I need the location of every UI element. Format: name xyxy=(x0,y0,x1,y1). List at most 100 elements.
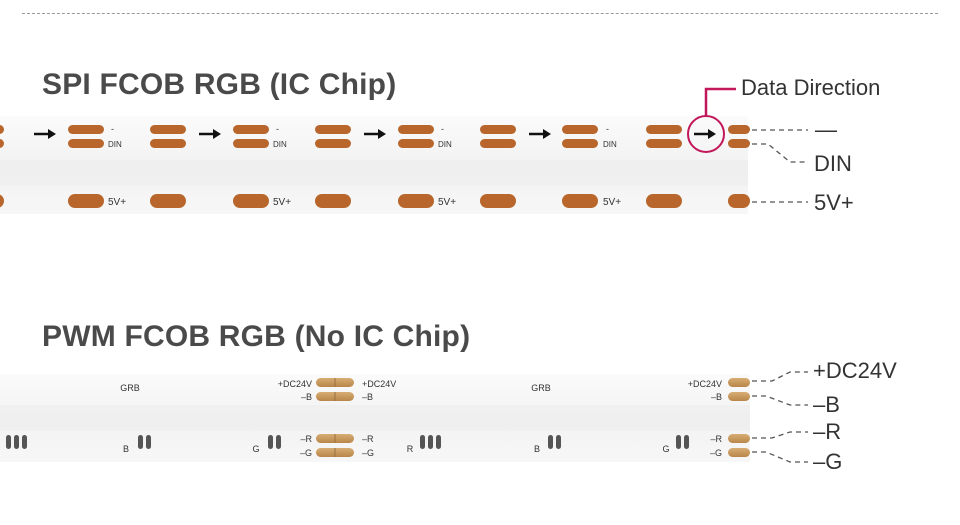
pwm-label-dc24v: +DC24V xyxy=(688,379,722,389)
spi-pad-minus xyxy=(480,125,516,134)
spi-pad-5v xyxy=(562,194,598,208)
spi-pad-din xyxy=(233,139,269,148)
spi-pad-label-5v: 5V+ xyxy=(603,197,621,208)
spi-pad-label-din: DIN xyxy=(273,140,287,149)
top-divider xyxy=(22,13,938,14)
spi-pad-label-minus: - xyxy=(606,124,609,134)
spi-pad-minus xyxy=(0,125,4,134)
pwm-label-minus-g: –G xyxy=(710,448,722,458)
spi-pad-5v xyxy=(646,194,682,208)
callout-din: DIN xyxy=(814,151,852,176)
spi-pad-label-5v: 5V+ xyxy=(108,197,126,208)
spi-leader-lines xyxy=(752,129,808,203)
leader-dc24v xyxy=(752,371,808,382)
pwm-strip-cob-band xyxy=(0,405,750,431)
pwm-chip xyxy=(138,435,143,449)
pwm-label-minus-r: –R xyxy=(710,434,722,444)
pwm-leader-lines xyxy=(752,371,808,463)
pwm-chip xyxy=(6,435,11,449)
data-direction-leader xyxy=(704,87,736,116)
leader-b xyxy=(752,395,808,406)
pwm-section-title: PWM FCOB RGB (No IC Chip) xyxy=(42,320,471,353)
pwm-end-pad xyxy=(728,378,750,387)
spi-pad-din xyxy=(315,139,351,148)
spi-pad-label-din: DIN xyxy=(603,140,617,149)
pwm-chip xyxy=(556,435,561,449)
spi-pad-5v xyxy=(68,194,104,208)
spi-section-title: SPI FCOB RGB (IC Chip) xyxy=(42,68,397,101)
spi-pad-din xyxy=(68,139,104,148)
pwm-chips xyxy=(6,435,689,449)
spi-pad-label-din: DIN xyxy=(108,140,122,149)
pwm-chip xyxy=(14,435,19,449)
leader-g xyxy=(752,451,808,463)
spi-pad-minus xyxy=(646,125,682,134)
spi-pad-minus xyxy=(398,125,434,134)
spi-pad-minus xyxy=(68,125,104,134)
spi-pad-minus xyxy=(562,125,598,134)
callout-dc24v: +DC24V xyxy=(813,358,897,383)
pwm-label-grb: GRB xyxy=(531,383,551,393)
pwm-label-g: G xyxy=(252,444,259,454)
spi-pad-din xyxy=(480,139,516,148)
spi-strip: - DIN 5V+ - DIN 5V+ - DIN 5V+ - DIN 5V+ xyxy=(0,116,750,214)
spi-pad-din xyxy=(0,139,4,148)
callout-minus: — xyxy=(815,117,837,142)
arrow-right-icon xyxy=(543,129,551,139)
spi-pad-label-minus: - xyxy=(441,124,444,134)
spi-pad-5v xyxy=(233,194,269,208)
arrow-right-icon xyxy=(378,129,386,139)
pwm-label-minus-r: –R xyxy=(362,434,374,444)
pwm-pads xyxy=(316,378,750,457)
pwm-end-pad xyxy=(728,434,750,443)
pwm-chip xyxy=(676,435,681,449)
spi-pad-labels: - DIN 5V+ - DIN 5V+ - DIN 5V+ - DIN 5V+ xyxy=(108,124,621,208)
spi-pads xyxy=(0,125,750,208)
pwm-label-minus-g: –G xyxy=(300,448,312,458)
pwm-label-minus-r: –R xyxy=(300,434,312,444)
pwm-end-pad xyxy=(728,392,750,401)
leader-din xyxy=(752,143,808,163)
spi-pad-din xyxy=(728,139,750,148)
pwm-label-b: B xyxy=(123,444,129,454)
pwm-chip xyxy=(146,435,151,449)
callout-5v: 5V+ xyxy=(814,190,854,215)
arrow-right-icon xyxy=(48,129,56,139)
data-direction-label: Data Direction xyxy=(741,75,881,100)
pwm-chip xyxy=(548,435,553,449)
pwm-label-b: B xyxy=(534,444,540,454)
spi-pad-din xyxy=(150,139,186,148)
pwm-label-minus-g: –G xyxy=(362,448,374,458)
pwm-label-g: G xyxy=(662,444,669,454)
spi-pad-din xyxy=(646,139,682,148)
spi-pad-minus xyxy=(233,125,269,134)
callout-g: –G xyxy=(813,449,843,474)
spi-pad-label-minus: - xyxy=(111,124,114,134)
pwm-label-dc24v: +DC24V xyxy=(362,379,396,389)
spi-pad-minus xyxy=(150,125,186,134)
spi-pad-minus xyxy=(315,125,351,134)
spi-pad-5v xyxy=(728,194,750,208)
spi-pad-label-minus: - xyxy=(276,124,279,134)
pwm-label-dc24v: +DC24V xyxy=(278,379,312,389)
spi-pad-label-5v: 5V+ xyxy=(438,197,456,208)
pwm-chip xyxy=(420,435,425,449)
spi-pad-label-din: DIN xyxy=(438,140,452,149)
pwm-label-r: R xyxy=(407,444,414,454)
callout-r: –R xyxy=(813,419,842,444)
pwm-chip xyxy=(22,435,27,449)
arrow-right-icon xyxy=(213,129,221,139)
spi-pad-label-5v: 5V+ xyxy=(273,197,291,208)
spi-pad-5v xyxy=(150,194,186,208)
spi-arrows xyxy=(34,129,716,139)
spi-strip-cob-band xyxy=(0,160,748,186)
pwm-chip xyxy=(428,435,433,449)
spi-pad-minus xyxy=(728,125,750,134)
spi-pad-5v xyxy=(398,194,434,208)
arrow-right-icon xyxy=(708,129,716,139)
pwm-chip xyxy=(684,435,689,449)
pwm-end-pad xyxy=(728,448,750,457)
